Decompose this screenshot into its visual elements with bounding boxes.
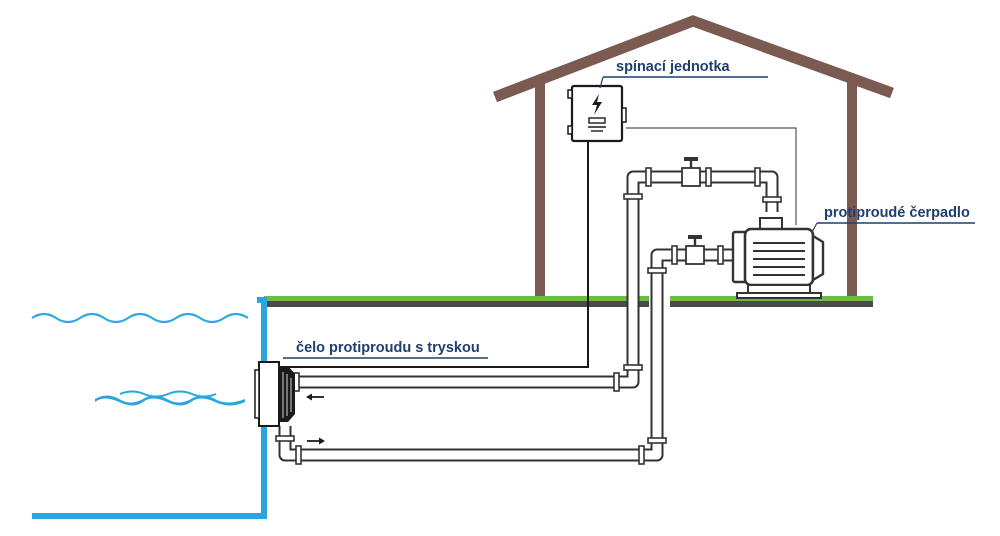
control-unit-box bbox=[567, 84, 627, 143]
label-jet-head: čelo protiproudu s tryskou bbox=[296, 340, 480, 356]
label-control-unit: spínací jednotka bbox=[616, 59, 731, 75]
arrow-left-icon bbox=[306, 393, 324, 401]
arrow-right-icon bbox=[307, 437, 325, 445]
label-leaders bbox=[283, 76, 975, 359]
pipe-couplings bbox=[275, 167, 782, 465]
power-cable bbox=[283, 141, 589, 368]
water-surface bbox=[31, 312, 249, 324]
pool-wall bbox=[32, 297, 267, 519]
water-jet bbox=[95, 390, 245, 406]
counterflow-pump bbox=[731, 217, 825, 299]
upper-valve bbox=[681, 157, 701, 187]
jet-head bbox=[254, 361, 295, 427]
house bbox=[493, 15, 894, 301]
lightning-bolt-icon bbox=[592, 94, 602, 115]
pipe-network bbox=[278, 170, 779, 462]
label-pump: protiproudé čerpadlo bbox=[824, 205, 970, 221]
signal-line bbox=[626, 127, 797, 225]
lower-valve bbox=[685, 235, 705, 265]
